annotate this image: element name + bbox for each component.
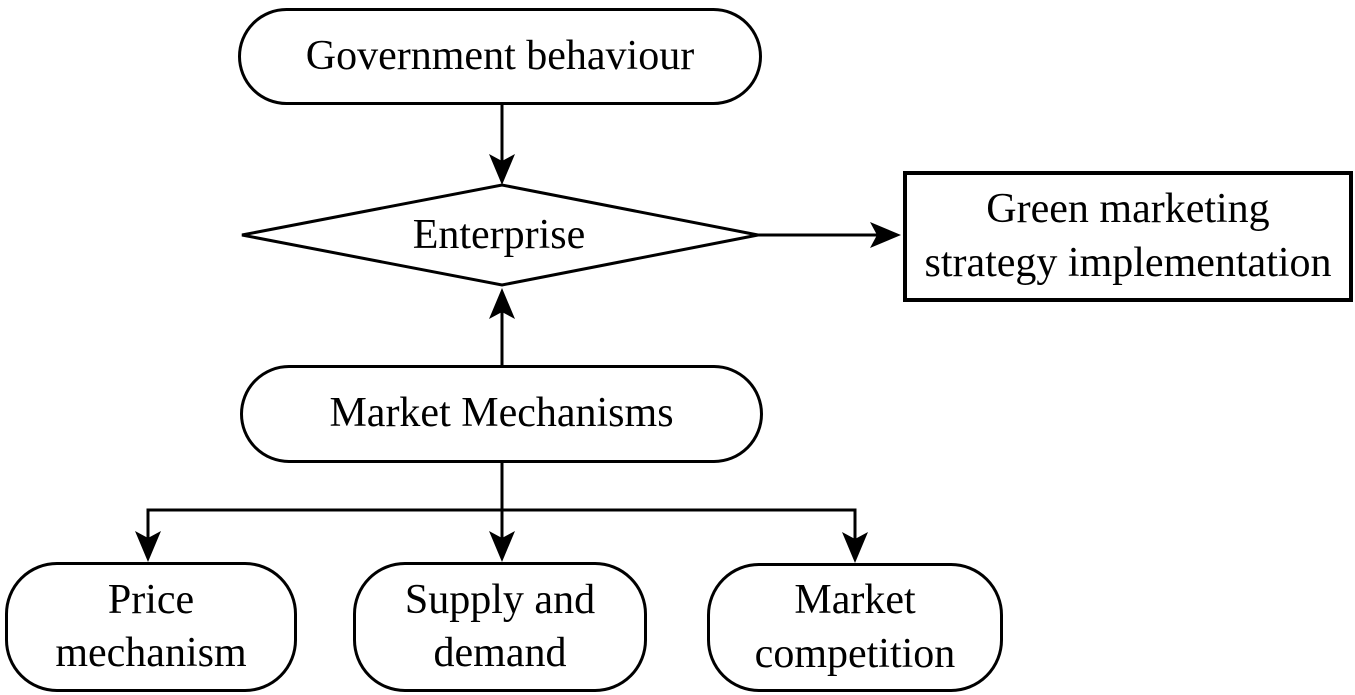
node-green-marketing-strategy: Green marketing strategy implementation: [903, 171, 1353, 302]
label-line: Green marketing: [986, 186, 1270, 233]
label-line: Price: [107, 576, 195, 623]
node-government-behaviour-label: Government behaviour: [305, 32, 695, 79]
node-green-marketing-strategy-label: Green marketing strategy implementation: [924, 183, 1331, 290]
label-line: Market: [794, 577, 916, 624]
arrowhead-down-enterprise-icon: [489, 154, 515, 185]
node-market-mechanisms: Market Mechanisms: [240, 365, 763, 463]
node-price-mechanism-label: Price mechanism: [55, 574, 246, 681]
node-market-mechanisms-label: Market Mechanisms: [329, 390, 674, 437]
node-supply-and-demand: Supply and demand: [353, 562, 647, 692]
label-line: demand: [433, 630, 567, 676]
node-market-competition-label: Market competition: [755, 574, 956, 681]
arrowhead-down-supply-demand-icon: [489, 531, 515, 562]
label-line: strategy implementation: [924, 239, 1332, 286]
node-price-mechanism: Price mechanism: [5, 562, 297, 692]
label-line: Supply and: [404, 576, 596, 623]
node-supply-and-demand-label: Supply and demand: [405, 574, 595, 681]
arrowhead-down-market-competition-icon: [842, 532, 868, 563]
arrowhead-down-price-mechanism-icon: [135, 531, 161, 562]
label-line: competition: [754, 630, 956, 677]
arrowhead-up-enterprise-icon: [489, 288, 515, 319]
label-line: mechanism: [55, 630, 247, 676]
arrowhead-right-green-strategy-icon: [870, 222, 901, 248]
node-government-behaviour: Government behaviour: [238, 8, 762, 105]
node-market-competition: Market competition: [707, 563, 1003, 692]
node-enterprise: Enterprise: [240, 185, 758, 285]
node-enterprise-label: Enterprise: [412, 212, 586, 258]
